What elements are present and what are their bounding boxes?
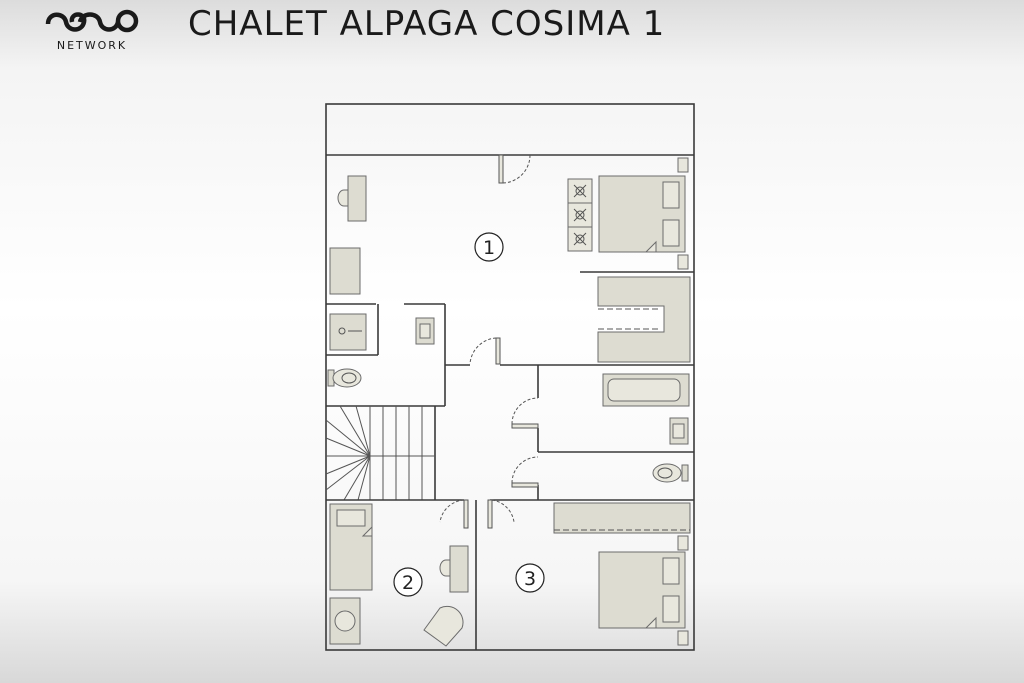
staircase — [325, 405, 435, 501]
ovo-logo-icon — [45, 9, 139, 33]
bathtub-inner — [607, 378, 681, 402]
brand-logo: NETWORK — [44, 6, 140, 54]
door-swing — [511, 456, 539, 484]
single-bed — [329, 503, 373, 591]
wardrobe — [329, 247, 361, 295]
room-number-2: 2 — [402, 572, 414, 594]
door-leaf — [463, 499, 469, 529]
chair-icon — [439, 559, 451, 577]
door-swing — [511, 397, 539, 425]
page-title: CHALET ALPAGA COSIMA 1 — [188, 4, 666, 44]
room-label-1: 1 — [474, 232, 504, 262]
room-label-3: 3 — [515, 563, 545, 593]
plan-outer-wall — [325, 103, 695, 651]
door-leaf — [511, 482, 539, 488]
door-leaf — [487, 499, 493, 529]
door-leaf — [498, 154, 504, 184]
room-number-1: 1 — [483, 237, 495, 259]
double-bed — [598, 157, 689, 270]
desk — [449, 545, 469, 593]
sink-basin — [419, 323, 431, 339]
dresser — [567, 178, 593, 252]
sink — [329, 313, 367, 351]
storage-icon — [334, 610, 356, 632]
sink-drain — [338, 327, 346, 335]
wardrobe — [553, 502, 691, 534]
sink-basin — [672, 423, 685, 439]
armchair — [423, 605, 464, 647]
toilet — [327, 368, 362, 388]
room-number-3: 3 — [524, 568, 536, 590]
logo-wordmark: NETWORK — [56, 39, 128, 52]
room-label-2: 2 — [393, 567, 423, 597]
door-leaf — [495, 337, 501, 365]
double-bed — [598, 535, 689, 646]
toilet — [652, 463, 689, 483]
walk-in-closet — [597, 276, 691, 363]
desk — [347, 175, 367, 222]
door-leaf — [511, 423, 539, 429]
door-swing — [469, 337, 497, 365]
door-swing — [502, 154, 531, 184]
chair-icon — [337, 189, 349, 207]
door-swing — [491, 499, 515, 523]
door-swing — [439, 499, 465, 523]
